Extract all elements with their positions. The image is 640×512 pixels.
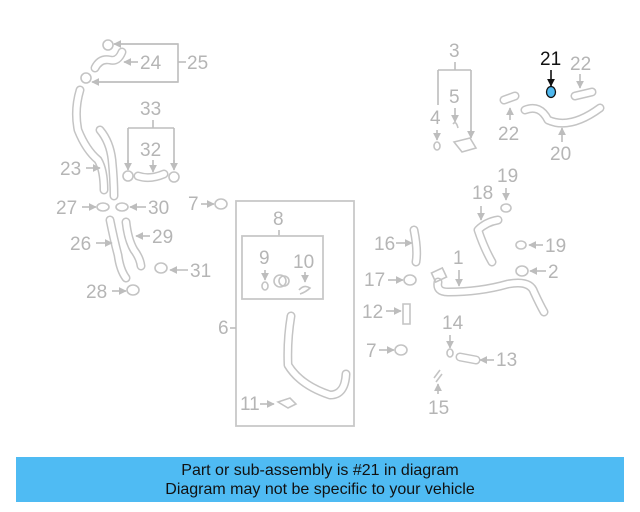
callout-19-right[interactable]: 19 (545, 236, 566, 257)
callout-7-bottom[interactable]: 7 (366, 341, 377, 362)
callout-16[interactable]: 16 (374, 234, 395, 255)
callout-20[interactable]: 20 (550, 144, 571, 165)
callout-26[interactable]: 26 (70, 234, 91, 255)
clamp-7-top: 7 (188, 194, 228, 215)
callout-23[interactable]: 23 (60, 159, 81, 180)
callout-17[interactable]: 17 (364, 270, 385, 291)
callout-4[interactable]: 4 (430, 108, 441, 129)
misc-parts-group: 16 17 12 7 14 13 15 (362, 225, 517, 419)
callout-2[interactable]: 2 (548, 262, 559, 283)
callout-11[interactable]: 11 (240, 394, 260, 415)
callout-32[interactable]: 32 (140, 140, 161, 161)
callout-22-top[interactable]: 22 (570, 54, 591, 75)
banner-line-part: Part or sub-assembly is #21 in diagram (181, 462, 459, 479)
assembly-33-group: 33 32 (122, 99, 180, 183)
callout-21[interactable]: 21 (540, 49, 561, 70)
callout-12[interactable]: 12 (362, 302, 383, 323)
callout-6[interactable]: 6 (218, 318, 229, 339)
callout-33[interactable]: 33 (140, 99, 161, 120)
callout-22-bottom[interactable]: 22 (498, 124, 519, 145)
callout-29[interactable]: 29 (152, 227, 173, 248)
callout-24[interactable]: 24 (140, 53, 162, 74)
assembly-6-box: 6 8 9 10 11 (218, 200, 355, 427)
callout-30[interactable]: 30 (148, 198, 169, 219)
hose-23-group: 23 (60, 85, 119, 201)
callout-10[interactable]: 10 (293, 252, 314, 273)
callout-5[interactable]: 5 (449, 87, 460, 108)
hose-1-group: 1 (430, 248, 549, 317)
assembly-20-group: 21 22 22 20 (498, 49, 605, 165)
callout-8[interactable]: 8 (273, 209, 284, 230)
info-banner: Part or sub-assembly is #21 in diagram D… (16, 457, 624, 502)
callout-27[interactable]: 27 (56, 198, 77, 219)
callout-9[interactable]: 9 (259, 248, 270, 269)
callout-15[interactable]: 15 (428, 398, 449, 419)
callout-18[interactable]: 18 (472, 183, 493, 204)
assembly-3-group: 3 5 4 (430, 41, 478, 153)
callout-3[interactable]: 3 (449, 41, 460, 62)
hoses-26-29-group: 27 30 26 29 31 28 (56, 198, 211, 303)
banner-line-disclaimer: Diagram may not be specific to your vehi… (165, 481, 475, 498)
callout-7-top[interactable]: 7 (188, 194, 199, 215)
hose-18-group: 19 18 19 2 (472, 166, 566, 283)
clamp-icon (102, 39, 114, 51)
callout-1[interactable]: 1 (453, 248, 464, 269)
assembly-25-group: 24 25 (80, 39, 208, 86)
callout-19-top[interactable]: 19 (497, 166, 518, 187)
callout-25[interactable]: 25 (187, 53, 208, 74)
callout-13[interactable]: 13 (496, 350, 517, 371)
parts-diagram: 24 25 23 33 32 27 30 26 (56, 39, 605, 427)
callout-28[interactable]: 28 (86, 282, 107, 303)
callout-14[interactable]: 14 (442, 313, 464, 334)
highlighted-part-21-icon[interactable] (545, 85, 557, 99)
clamp-icon (80, 72, 92, 84)
callout-31[interactable]: 31 (190, 261, 211, 282)
